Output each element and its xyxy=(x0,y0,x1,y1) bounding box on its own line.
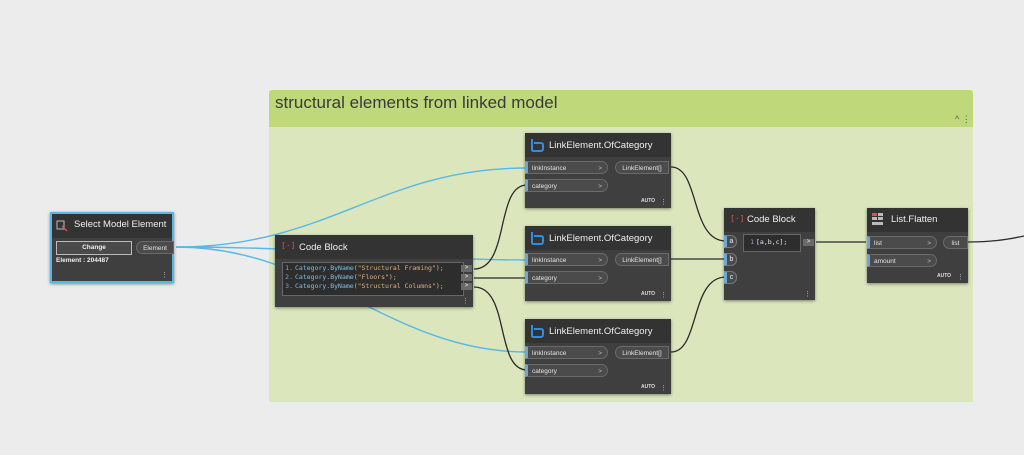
output-port-3[interactable]: > xyxy=(461,283,472,290)
input-port-b[interactable]: b xyxy=(724,253,737,266)
lacing-label[interactable]: AUTO xyxy=(641,291,656,297)
link-element-of-category-node-3[interactable]: LinkElement.OfCategory linkInstance> cat… xyxy=(525,319,671,394)
lacing-label[interactable]: AUTO xyxy=(641,198,656,204)
wire-link3-to-cb2 xyxy=(670,276,727,353)
revit-link-icon xyxy=(531,139,544,152)
output-port-list[interactable]: list xyxy=(943,236,968,249)
code-block-icon: [·] xyxy=(281,241,296,250)
list-flatten-icon xyxy=(872,213,883,225)
lacing-label[interactable]: AUTO xyxy=(937,273,952,279)
code-editor[interactable]: 1[a,b,c]; xyxy=(743,234,801,252)
group-title: structural elements from linked model xyxy=(275,93,558,112)
node-title: LinkElement.OfCategory xyxy=(549,233,653,244)
input-port-list[interactable]: list> xyxy=(867,236,937,249)
node-title: List.Flatten xyxy=(891,214,938,225)
input-port-linkinstance[interactable]: linkInstance> xyxy=(525,253,608,266)
wire-cb1-to-link3 xyxy=(473,286,528,371)
revit-link-icon xyxy=(531,232,544,245)
input-port-category[interactable]: category> xyxy=(525,271,608,284)
wire-link1-to-cb2 xyxy=(670,166,727,242)
code-block-node-2[interactable]: [·] Code Block a b c 1[a,b,c]; > ⋮ xyxy=(724,208,815,300)
input-port-category[interactable]: category> xyxy=(525,364,608,377)
select-model-element-node[interactable]: Select Model Element Change Element Elem… xyxy=(50,212,174,283)
code-line: 3.Category.ByName("Structural Columns"); xyxy=(285,282,444,290)
node-title: LinkElement.OfCategory xyxy=(549,326,653,337)
node-title: Code Block xyxy=(299,242,348,253)
wire-select-to-link1 xyxy=(175,167,528,248)
node-title: Code Block xyxy=(747,214,796,225)
output-port-linkelement[interactable]: LinkElement[] xyxy=(615,161,669,174)
resize-grip-icon[interactable]: ⋮ xyxy=(957,274,964,281)
code-editor[interactable]: 1.Category.ByName("Structural Framing");… xyxy=(282,262,464,296)
change-button[interactable]: Change xyxy=(56,241,132,255)
code-block-icon: [·] xyxy=(730,214,745,223)
output-port-2[interactable]: > xyxy=(461,274,472,281)
link-element-of-category-node-2[interactable]: LinkElement.OfCategory linkInstance> cat… xyxy=(525,226,671,301)
node-title: Select Model Element xyxy=(74,219,167,230)
resize-grip-icon[interactable]: ⋮ xyxy=(161,272,168,279)
select-element-icon xyxy=(56,220,68,232)
resize-grip-icon[interactable]: ⋮ xyxy=(462,298,469,305)
input-port-amount[interactable]: amount> xyxy=(867,254,937,267)
resize-grip-icon[interactable]: ⋮ xyxy=(660,199,667,206)
code-line: 2.Category.ByName("Floors"); xyxy=(285,273,397,281)
output-port-1[interactable]: > xyxy=(461,265,472,272)
code-block-node-1[interactable]: [·] Code Block 1.Category.ByName("Struct… xyxy=(275,235,473,307)
input-port-category[interactable]: category> xyxy=(525,179,608,192)
input-port-linkinstance[interactable]: linkInstance> xyxy=(525,161,608,174)
node-title: LinkElement.OfCategory xyxy=(549,140,653,151)
code-line: [a,b,c]; xyxy=(756,238,788,246)
wire-cb1-to-link1 xyxy=(473,184,528,270)
lacing-label[interactable]: AUTO xyxy=(641,384,656,390)
code-line: 1.Category.ByName("Structural Framing"); xyxy=(285,264,444,272)
wire-flatten-out xyxy=(967,235,1024,243)
revit-link-icon xyxy=(531,325,544,338)
input-port-c[interactable]: c xyxy=(724,271,737,284)
collapse-chevron-icon[interactable]: ^ ⋮ xyxy=(955,114,971,124)
output-port-element[interactable]: Element xyxy=(136,241,174,254)
link-element-of-category-node-1[interactable]: LinkElement.OfCategory linkInstance> cat… xyxy=(525,133,671,208)
group-header[interactable] xyxy=(269,90,973,127)
list-flatten-node[interactable]: List.Flatten list> amount> list AUTO ⋮ xyxy=(867,208,968,283)
output-port-linkelement[interactable]: LinkElement[] xyxy=(615,346,669,359)
element-info: Element : 204487 xyxy=(56,257,109,264)
line-number: 1 xyxy=(750,238,754,246)
input-port-linkinstance[interactable]: linkInstance> xyxy=(525,346,608,359)
output-port[interactable]: > xyxy=(803,239,814,246)
resize-grip-icon[interactable]: ⋮ xyxy=(660,292,667,299)
resize-grip-icon[interactable]: ⋮ xyxy=(660,385,667,392)
output-port-linkelement[interactable]: LinkElement[] xyxy=(615,253,669,266)
resize-grip-icon[interactable]: ⋮ xyxy=(804,291,811,298)
input-port-a[interactable]: a xyxy=(724,235,737,248)
